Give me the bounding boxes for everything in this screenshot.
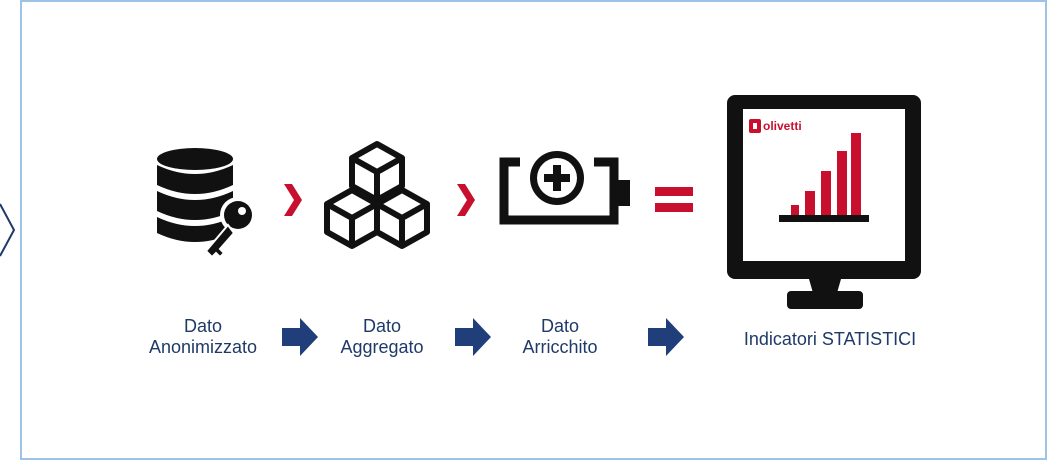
blue-arrow-icon — [282, 318, 318, 356]
battery-plus-icon — [499, 151, 630, 225]
left-chevron-icon — [0, 203, 16, 257]
step-label-anonimizzato: Dato Anonimizzato — [148, 316, 258, 358]
cubes-icon — [324, 141, 430, 249]
database-key-icon — [157, 148, 256, 259]
step-label-line2: Anonimizzato — [148, 337, 258, 357]
red-chevron-icon — [457, 184, 475, 216]
step-label-line1: Dato — [540, 316, 580, 336]
step-label-line1: Dato — [183, 316, 223, 336]
red-chevron-icon — [284, 184, 302, 216]
step-label-line1: Dato — [362, 316, 402, 336]
step-label-aggregato: Dato Aggregato — [322, 316, 442, 358]
step-label-arricchito: Dato Arricchito — [505, 316, 615, 358]
result-label: Indicatori STATISTICI — [720, 329, 940, 350]
blue-arrow-icon — [455, 318, 491, 356]
equals-icon — [655, 187, 693, 212]
blue-arrow-icon — [648, 318, 684, 356]
step-label-line2: Arricchito — [522, 337, 598, 357]
result-label-text: Indicatori STATISTICI — [743, 329, 917, 349]
step-label-line2: Aggregato — [340, 337, 424, 357]
monitor-brand-text: olivetti — [763, 119, 802, 133]
monitor-chart-icon: olivetti — [727, 95, 921, 309]
